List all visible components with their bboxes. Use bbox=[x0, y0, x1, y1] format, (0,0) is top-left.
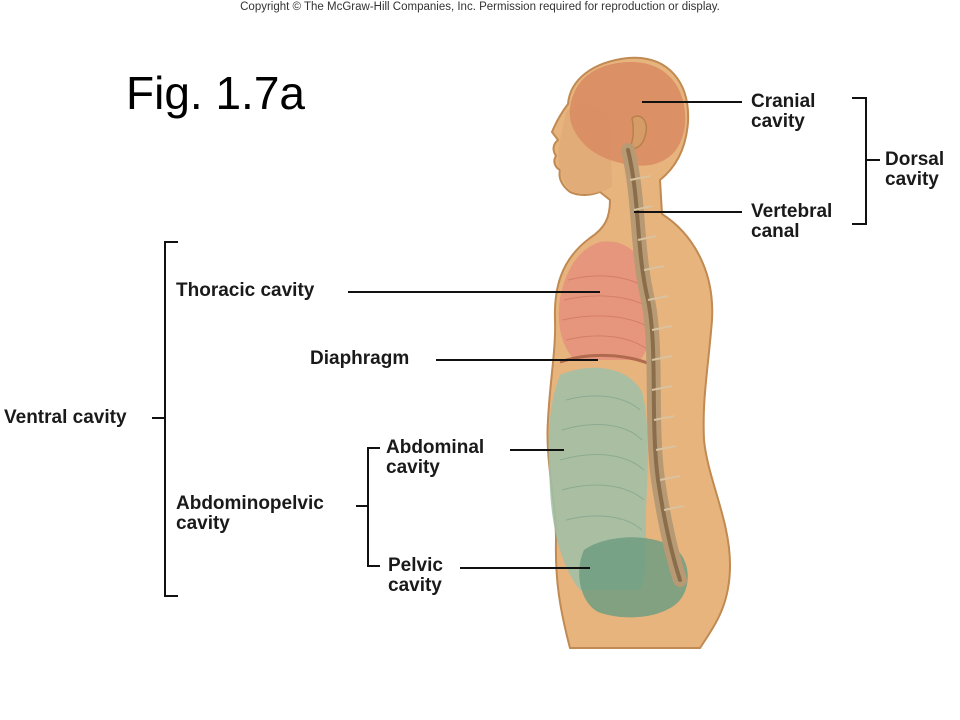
label-cranial-cavity: Cranial cavity bbox=[751, 92, 815, 132]
figure-title: Fig. 1.7a bbox=[126, 67, 305, 119]
label-diaphragm: Diaphragm bbox=[310, 348, 410, 369]
vertebrae-marks bbox=[629, 175, 685, 511]
dorsal-bracket bbox=[852, 97, 880, 225]
label-text: Abdominopelvic bbox=[176, 493, 324, 514]
label-ventral-cavity: Ventral cavity bbox=[4, 407, 127, 428]
label-text: cavity bbox=[751, 111, 805, 132]
label-text: cavity bbox=[388, 575, 442, 596]
abdominopelvic-bracket bbox=[356, 447, 380, 567]
thoracic-cavity-region bbox=[558, 241, 655, 360]
label-pelvic-cavity: Pelvic cavity bbox=[388, 556, 443, 596]
cranial-cavity-region bbox=[569, 62, 686, 166]
label-abdominal-cavity: Abdominal cavity bbox=[386, 438, 484, 478]
intestine-lines bbox=[559, 395, 645, 531]
label-vertebral-canal: Vertebral canal bbox=[751, 202, 832, 242]
spinal-cord bbox=[626, 148, 682, 582]
leader-lines bbox=[348, 101, 742, 569]
pelvic-cavity-region bbox=[579, 537, 688, 618]
label-text: Pelvic bbox=[388, 555, 443, 576]
ear-icon bbox=[628, 115, 648, 150]
label-text: Dorsal bbox=[885, 149, 945, 170]
label-dorsal-cavity: Dorsal cavity bbox=[885, 150, 944, 190]
label-text: cavity bbox=[885, 169, 939, 190]
abdominal-cavity-region bbox=[548, 367, 648, 590]
label-text: Cranial bbox=[751, 91, 816, 112]
label-text: Abdominal bbox=[386, 437, 485, 458]
label-text: cavity bbox=[176, 513, 230, 534]
label-abdominopelvic-cavity: Abdominopelvic cavity bbox=[176, 494, 324, 534]
label-thoracic-cavity: Thoracic cavity bbox=[176, 280, 315, 301]
copyright-notice: Copyright © The McGraw-Hill Companies, I… bbox=[240, 1, 720, 13]
label-text: cavity bbox=[386, 457, 440, 478]
ventral-bracket bbox=[152, 241, 178, 597]
label-text: canal bbox=[751, 221, 800, 242]
label-text: Vertebral bbox=[751, 201, 833, 222]
